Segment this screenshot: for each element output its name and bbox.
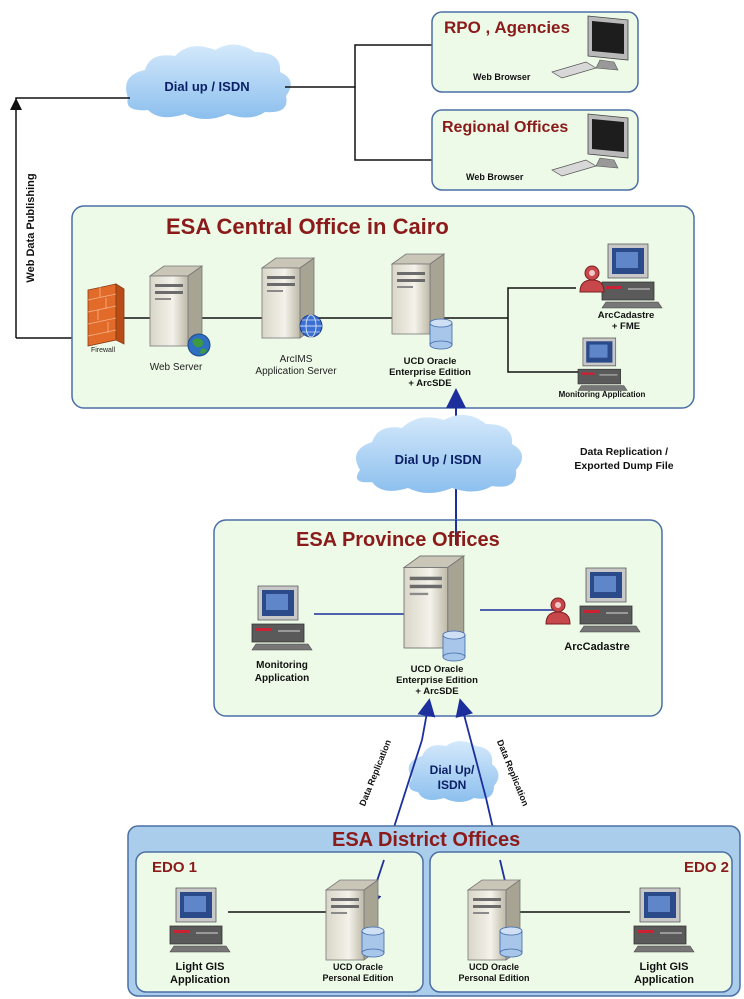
- globe-icon: [299, 314, 323, 338]
- cloud-middle-label: Dial Up / ISDN: [395, 452, 482, 467]
- web-server-icon: [149, 265, 203, 347]
- replication-note-1: Data Replication /: [580, 446, 668, 458]
- web-data-publishing-label: Web Data Publishing: [25, 173, 37, 282]
- arcims-label-1: ArcIMS: [280, 354, 313, 365]
- central-db-label-1: UCD Oracle: [404, 356, 457, 367]
- central-db-label-2: Enterprise Edition: [389, 367, 471, 378]
- rpo-title: RPO , Agencies: [444, 18, 570, 37]
- rpo-web-browser-label: Web Browser: [473, 72, 531, 82]
- province-db-label-1: UCD Oracle: [411, 664, 464, 675]
- arrow-up-head: [10, 98, 22, 110]
- central-lan-links: [124, 287, 578, 373]
- central-title: ESA Central Office in Cairo: [166, 214, 449, 239]
- province-title: ESA Province Offices: [296, 529, 500, 551]
- edo2-app-label-1: Light GIS: [640, 961, 689, 973]
- replication-note-2: Exported Dump File: [574, 460, 673, 472]
- edo1-app-label-2: Application: [170, 974, 230, 986]
- province-db-label-3: + ArcSDE: [415, 686, 458, 697]
- central-db-label-3: + ArcSDE: [408, 378, 451, 389]
- regional-web-browser-label: Web Browser: [466, 172, 524, 182]
- regional-offices-box: Regional Offices Web Browser: [431, 109, 639, 191]
- cloud-top-label: Dial up / ISDN: [164, 79, 249, 94]
- database-icon: [499, 926, 523, 958]
- edo1-db-label-1: UCD Oracle: [333, 962, 383, 972]
- arccadastre-fme-label-2: + FME: [612, 321, 640, 332]
- edo1-db-label-2: Personal Edition: [322, 973, 393, 983]
- regional-title: Regional Offices: [442, 119, 568, 136]
- edo1-title: EDO 1: [152, 859, 197, 876]
- database-icon: [361, 926, 385, 958]
- database-icon: [429, 318, 453, 350]
- firewall-label: Firewall: [91, 347, 116, 354]
- province-lan-links: [314, 609, 560, 615]
- web-server-label: Web Server: [150, 362, 203, 373]
- central-monitoring-label: Monitoring Application: [559, 390, 646, 399]
- province-db-label-2: Enterprise Edition: [396, 675, 478, 686]
- globe-icon: [187, 333, 211, 357]
- database-icon: [442, 630, 466, 662]
- province-monitoring-label-2: Application: [255, 673, 309, 684]
- firewall-icon: [87, 283, 125, 347]
- district-title: ESA District Offices: [332, 829, 520, 851]
- cloud-bottom: Dial Up/ ISDN: [408, 741, 499, 802]
- edo1-app-label-1: Light GIS: [176, 961, 225, 973]
- arccadastre-fme-label-1: ArcCadastre: [598, 310, 655, 321]
- arcims-label-2: Application Server: [255, 366, 337, 377]
- cloud-middle: Dial Up / ISDN: [356, 414, 523, 493]
- cloud-bottom-label-1: Dial Up/: [430, 763, 475, 777]
- rpo-agencies-box: RPO , Agencies Web Browser: [431, 11, 639, 93]
- edo2-app-label-2: Application: [634, 974, 694, 986]
- edo2-db-label-1: UCD Oracle: [469, 962, 519, 972]
- central-office-box: ESA Central Office in Cairo: [71, 205, 695, 409]
- data-replication-right-label: Data Replication: [495, 738, 531, 807]
- province-monitoring-label-1: Monitoring: [256, 660, 308, 671]
- cloud-top: Dial up / ISDN: [126, 44, 291, 119]
- data-replication-left-label: Data Replication: [357, 738, 393, 807]
- edo2-db-label-2: Personal Edition: [458, 973, 529, 983]
- edo2-title: EDO 2: [684, 859, 729, 876]
- province-arccadastre-label: ArcCadastre: [564, 641, 629, 653]
- cloud-bottom-label-2: ISDN: [438, 778, 467, 792]
